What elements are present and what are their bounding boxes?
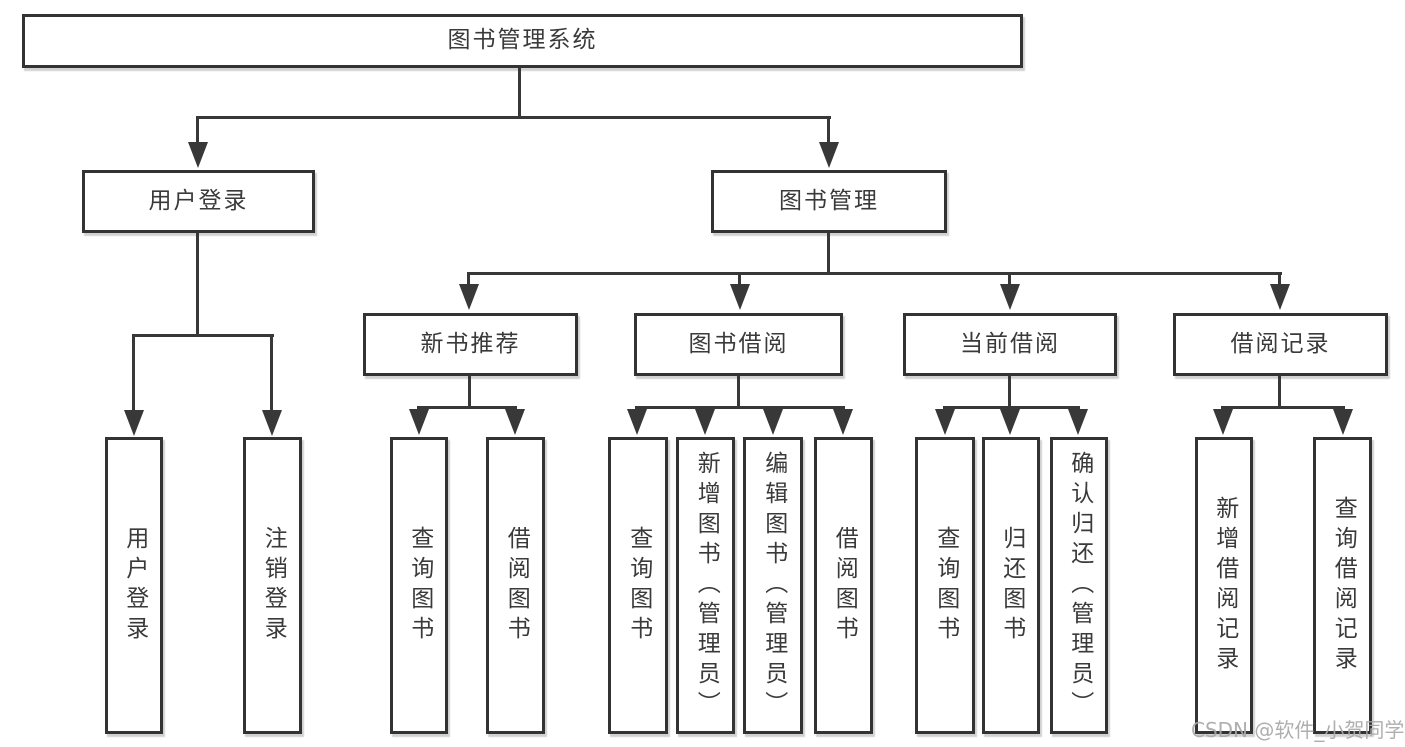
connector-vline	[196, 117, 199, 143]
arrow-down-icon	[124, 410, 144, 436]
leaf-add-borrow-record: 新增借阅记录	[1195, 437, 1253, 734]
connector-vline	[1278, 273, 1281, 286]
arrow-down-icon	[188, 142, 208, 168]
connector-hline	[132, 334, 274, 337]
leaf-query-books-1-label: 查询图书	[406, 525, 433, 646]
leaf-add-borrow-record-label: 新增借阅记录	[1211, 495, 1238, 676]
leaf-query-books-3-label: 查询图书	[932, 525, 959, 646]
leaf-edit-book-admin: 编辑图书（管理员）	[743, 437, 803, 734]
connector-hline	[1221, 406, 1345, 409]
leaf-user-login: 用户登录	[105, 437, 163, 734]
connector-vline	[737, 376, 740, 409]
node-current-borrow: 当前借阅	[903, 313, 1117, 376]
node-root: 图书管理系统	[22, 14, 1023, 68]
node-root-label: 图书管理系统	[447, 27, 598, 54]
leaf-edit-book-admin-label: 编辑图书（管理员）	[760, 450, 787, 721]
leaf-query-borrow-record-label: 查询借阅记录	[1330, 495, 1357, 676]
leaf-confirm-return-admin: 确认归还（管理员）	[1050, 437, 1108, 734]
node-book-borrow-label: 图书借阅	[688, 330, 789, 357]
connector-vline	[196, 233, 199, 336]
arrow-down-icon	[505, 409, 525, 435]
node-borrow-records-label: 借阅记录	[1230, 330, 1331, 357]
arrow-down-icon	[627, 409, 647, 435]
arrow-down-icon	[262, 410, 282, 436]
arrow-down-icon	[409, 409, 429, 435]
node-new-book-recommend-label: 新书推荐	[420, 330, 521, 357]
leaf-borrow-books-1: 借阅图书	[486, 437, 545, 734]
arrow-down-icon	[1068, 409, 1088, 435]
arrow-down-icon	[1000, 409, 1020, 435]
node-borrow-records: 借阅记录	[1173, 313, 1388, 376]
connector-vline	[1008, 376, 1011, 409]
connector-hline	[417, 406, 517, 409]
leaf-borrow-books-1-label: 借阅图书	[503, 525, 530, 646]
connector-vline	[132, 335, 135, 411]
node-book-management-label: 图书管理	[779, 187, 879, 214]
connector-vline	[738, 273, 741, 286]
node-book-management: 图书管理	[711, 170, 947, 233]
csdn-watermark: CSDN @软件_小贺同学	[1191, 718, 1405, 742]
node-user-login-label: 用户登录	[148, 187, 249, 214]
arrow-down-icon	[1333, 409, 1353, 435]
leaf-query-books-2: 查询图书	[608, 437, 668, 734]
connector-hline	[467, 272, 1282, 275]
leaf-borrow-books-2-label: 借阅图书	[831, 525, 858, 646]
connector-hline	[635, 406, 845, 409]
connector-vline	[1278, 376, 1281, 409]
leaf-logout-label: 注销登录	[260, 525, 287, 646]
leaf-query-books-1: 查询图书	[390, 437, 448, 734]
connector-hline	[196, 116, 831, 119]
arrow-down-icon	[763, 409, 783, 435]
arrow-down-icon	[935, 409, 955, 435]
leaf-add-book-admin-label: 新增图书（管理员）	[693, 450, 720, 721]
arrow-down-icon	[819, 142, 839, 168]
connector-vline	[468, 376, 471, 409]
node-current-borrow-label: 当前借阅	[960, 330, 1060, 357]
leaf-confirm-return-admin-label: 确认归还（管理员）	[1066, 450, 1093, 721]
leaf-query-books-3: 查询图书	[915, 437, 975, 734]
connector-vline	[1008, 273, 1011, 286]
connector-vline	[827, 233, 830, 275]
connector-hline	[943, 406, 1080, 409]
arrow-down-icon	[695, 409, 715, 435]
node-new-book-recommend: 新书推荐	[363, 313, 578, 376]
leaf-return-books-label: 归还图书	[998, 525, 1025, 646]
arrow-down-icon	[1000, 284, 1020, 310]
leaf-query-books-2-label: 查询图书	[625, 525, 652, 646]
leaf-return-books: 归还图书	[982, 437, 1040, 734]
connector-vline	[270, 335, 273, 411]
connector-vline	[518, 68, 521, 118]
leaf-borrow-books-2: 借阅图书	[814, 437, 873, 734]
node-user-login: 用户登录	[82, 170, 315, 233]
arrow-down-icon	[833, 409, 853, 435]
arrow-down-icon	[1213, 409, 1233, 435]
leaf-add-book-admin: 新增图书（管理员）	[676, 437, 735, 734]
leaf-user-login-label: 用户登录	[121, 525, 148, 646]
arrow-down-icon	[459, 284, 479, 310]
node-book-borrow: 图书借阅	[634, 313, 843, 376]
leaf-query-borrow-record: 查询借阅记录	[1313, 437, 1372, 734]
arrow-down-icon	[1270, 284, 1290, 310]
arrow-down-icon	[730, 284, 750, 310]
connector-vline	[467, 273, 470, 286]
leaf-logout: 注销登录	[243, 437, 302, 734]
connector-vline	[827, 117, 830, 143]
